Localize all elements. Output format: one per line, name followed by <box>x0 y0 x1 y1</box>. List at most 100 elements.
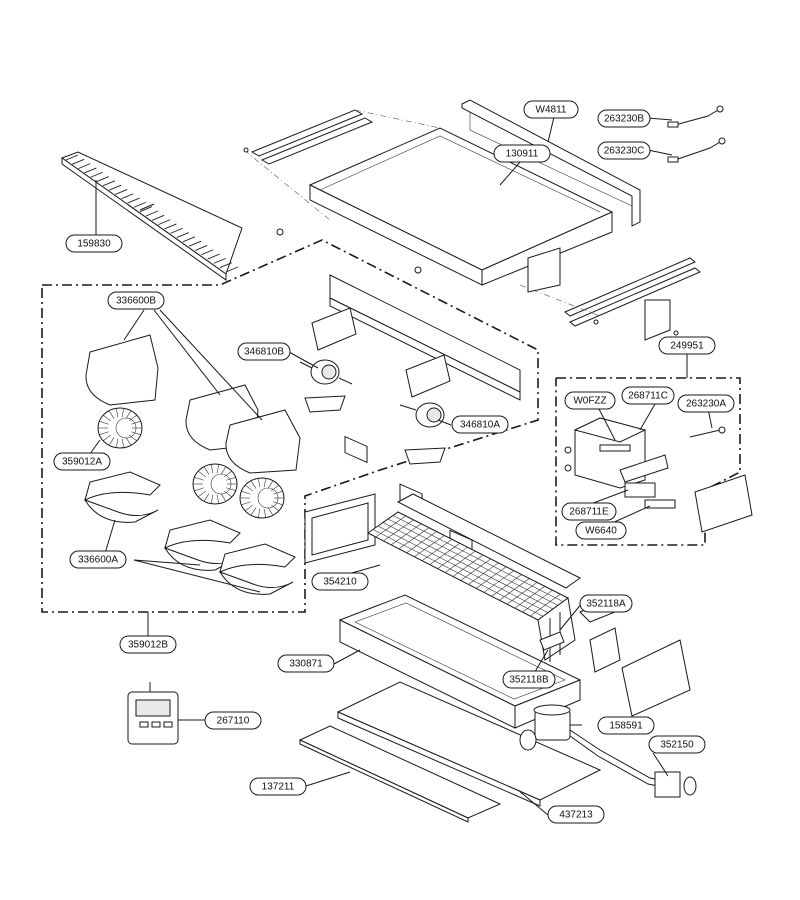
label-263230B: 263230B <box>597 109 651 128</box>
svg-text:263230A: 263230A <box>686 399 726 410</box>
svg-text:330871: 330871 <box>289 659 323 670</box>
fan-wheel-group <box>97 407 285 519</box>
fan-blade <box>250 480 257 489</box>
svg-text:W6640: W6640 <box>585 526 617 537</box>
svg-text:130911: 130911 <box>506 149 539 160</box>
grille-slat <box>96 176 109 182</box>
svg-text:158591: 158591 <box>609 721 643 732</box>
leader-lines <box>83 116 713 816</box>
fan-blade <box>220 493 227 502</box>
fan-hub <box>257 487 279 509</box>
svg-text:346810A: 346810A <box>460 420 500 431</box>
fan-hub <box>210 473 232 495</box>
label-346810B: 346810B <box>237 342 291 361</box>
coil-tube <box>377 525 549 613</box>
svg-text:352118A: 352118A <box>586 599 626 610</box>
fan-blade <box>99 420 109 425</box>
svg-text:137211: 137211 <box>262 782 295 793</box>
svg-text:352118B: 352118B <box>509 675 549 686</box>
svg-text:336600A: 336600A <box>78 555 118 566</box>
fan-blade <box>257 478 261 488</box>
svg-text:W0FZZ: W0FZZ <box>573 396 606 407</box>
fan-assembly-group <box>41 239 539 613</box>
fan-blade <box>125 410 132 419</box>
label-359012B: 359012B <box>119 635 177 654</box>
grille-slat <box>102 180 116 187</box>
fan-blade <box>220 466 227 475</box>
label-330871: 330871 <box>277 654 335 673</box>
grille-slat <box>201 249 214 256</box>
grille-slat <box>207 253 220 260</box>
fan-blade <box>203 493 210 502</box>
fan-blade <box>99 431 109 436</box>
fan-blade <box>108 437 115 446</box>
grille-slat <box>164 223 177 230</box>
fan-blade <box>210 494 214 504</box>
svg-text:336600B: 336600B <box>116 296 156 307</box>
chassis-assembly <box>243 99 701 341</box>
svg-text:249951: 249951 <box>670 341 704 352</box>
svg-text:352150: 352150 <box>660 740 694 751</box>
fan-blade <box>210 464 214 474</box>
label-130911: 130911 <box>493 144 551 163</box>
coil-tube <box>392 515 564 602</box>
fan-blade <box>131 431 141 436</box>
grille-slat <box>90 171 103 178</box>
grille-slat <box>71 158 85 165</box>
fan-blade <box>244 504 253 512</box>
grille-slat <box>84 167 97 174</box>
fan-blade <box>226 476 236 481</box>
fan-blade <box>263 508 267 518</box>
label-359012A: 359012A <box>53 452 111 471</box>
label-263230C: 263230C <box>597 141 651 160</box>
fan-blade <box>129 414 138 422</box>
grille-slat <box>115 189 128 195</box>
fan-blade <box>244 484 253 492</box>
grille-slat <box>121 193 134 200</box>
fan-blade <box>194 487 204 492</box>
remote-controller <box>127 682 179 745</box>
fan-blade <box>108 410 115 419</box>
label-263230A: 263230A <box>677 394 735 413</box>
fan-blade <box>271 484 280 492</box>
fan-hub <box>115 417 137 439</box>
fan-blade <box>203 466 210 475</box>
fan-blade <box>271 504 280 512</box>
fan-blade <box>226 487 236 492</box>
label-346810A: 346810A <box>451 415 509 434</box>
grille-slat <box>176 232 189 238</box>
label-249951: 249951 <box>658 336 716 355</box>
bottom-panel <box>298 725 502 823</box>
grille-slat <box>139 206 153 213</box>
fan-blade <box>273 490 283 495</box>
label-354210: 354210 <box>311 572 369 591</box>
fan-blade <box>194 476 204 481</box>
evaporator-coil <box>304 493 581 662</box>
base-pan <box>336 681 602 807</box>
label-159830: 159830 <box>65 234 123 253</box>
grille-slat <box>219 262 233 269</box>
fan-blade <box>115 438 119 448</box>
fan-blade <box>125 437 132 446</box>
label-267110: 267110 <box>204 711 262 730</box>
svg-text:267110: 267110 <box>217 716 250 727</box>
label-336600A: 336600A <box>69 550 127 569</box>
label-437213: 437213 <box>547 805 605 824</box>
grille-slat <box>133 201 146 208</box>
fan-blade <box>121 438 125 448</box>
svg-text:268711C: 268711C <box>628 391 668 402</box>
fan-blade <box>216 464 220 474</box>
fan-blade <box>102 414 111 422</box>
fan-blade <box>216 494 220 504</box>
part-labels: 159830 W4811 130911 263230B 263230C 3366… <box>53 100 735 824</box>
svg-text:359012B: 359012B <box>128 640 168 651</box>
fan-blade <box>121 408 125 418</box>
label-352150: 352150 <box>648 735 706 754</box>
grille-divider <box>139 203 155 211</box>
sensor-wires <box>667 105 726 163</box>
fan-blade <box>197 490 206 498</box>
fan-blade <box>250 507 257 516</box>
label-W4811: W4811 <box>523 100 579 119</box>
grille-slat <box>145 210 159 217</box>
